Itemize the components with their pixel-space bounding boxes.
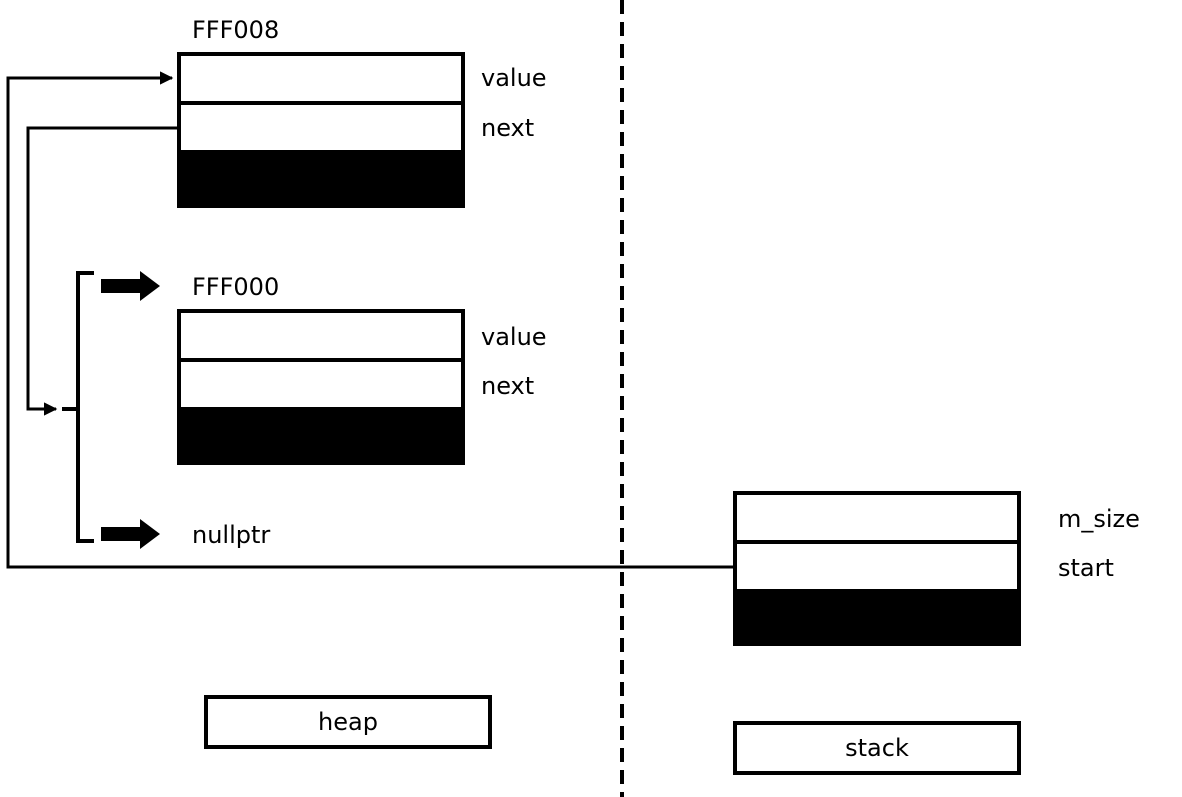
- stack-msize-cell: [733, 491, 1021, 544]
- node2-value-label: value: [481, 323, 547, 351]
- stack-padding-block: [733, 589, 1021, 646]
- node2-next-cell: [177, 358, 465, 411]
- nullptr-label: nullptr: [192, 521, 270, 549]
- node2-next-label: next: [481, 372, 534, 400]
- stack-msize-label: m_size: [1058, 505, 1140, 533]
- stack-label-box: [733, 721, 1021, 775]
- node2-padding-block: [177, 407, 465, 465]
- heap-region-label: heap: [318, 708, 378, 736]
- node1-next-pointer: [26, 126, 179, 416]
- node1-padding-block: [177, 150, 465, 208]
- start-pointer: [6, 71, 736, 569]
- node1-next-label: next: [481, 114, 534, 142]
- stack-struct: [733, 491, 1021, 646]
- stack-start-cell: [733, 540, 1021, 593]
- arrow-to-nullptr-icon: [101, 519, 160, 549]
- node1-next-cell: [177, 101, 465, 154]
- choice-bracket: [76, 271, 94, 543]
- node1-struct: [177, 52, 465, 208]
- node2-value-cell: [177, 309, 465, 362]
- arrow-to-node2-icon: [101, 271, 160, 301]
- node1-address: FFF008: [192, 16, 279, 44]
- node2-address: FFF000: [192, 273, 279, 301]
- stack-start-label: start: [1058, 554, 1114, 582]
- heap-label-box: [204, 695, 492, 749]
- node1-value-label: value: [481, 64, 547, 92]
- stack-region-label: stack: [845, 734, 909, 762]
- node1-value-cell: [177, 52, 465, 105]
- node2-struct: [177, 309, 465, 465]
